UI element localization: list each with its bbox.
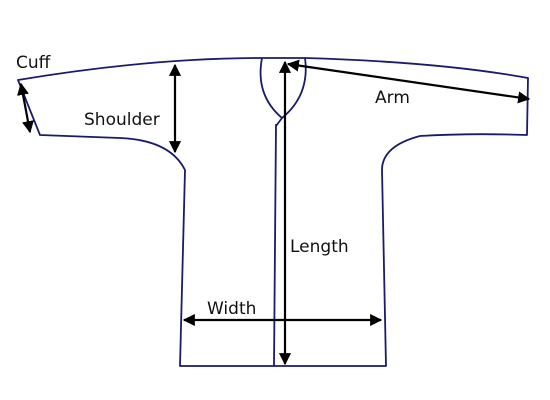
cuff-label: Cuff [16,53,52,73]
cuff-arrow [17,82,34,134]
garment-outline [17,57,529,367]
width-label: Width [207,299,256,319]
length-label: Length [290,237,349,257]
shoulder-label: Shoulder [84,110,160,130]
arm-arrow [286,59,531,104]
arm-label: Arm [375,88,410,108]
